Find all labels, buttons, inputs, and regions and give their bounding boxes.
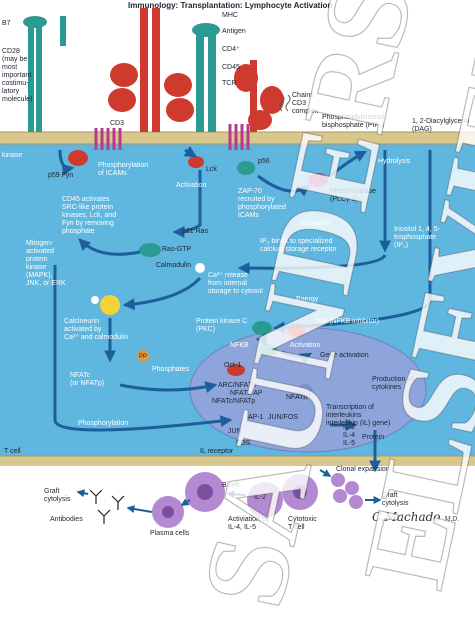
label-activation-by: Activiation by IL-4, IL-5 <box>228 516 269 532</box>
label-ikb: IKB (NFKB inhibitor) <box>316 318 379 326</box>
zap70-kinase <box>237 161 255 175</box>
label-b7: B7 <box>2 20 11 28</box>
label-calcineurin: Calcineurin activated by Ca²⁺ and calmod… <box>64 318 128 342</box>
calcium-ion <box>91 296 99 304</box>
label-t-cell: T cell <box>4 448 21 456</box>
label-p59fyn: p59 Fyn <box>48 172 73 180</box>
label-transcription: Transcription of interleukins interleuki… <box>326 404 390 428</box>
arrow-plasma-antibody <box>128 508 152 512</box>
label-jun-fos: JUN/FOS <box>268 414 298 422</box>
label-arc-nfatn: ARC/NFATn <box>218 382 256 390</box>
label-ca-release: Ca²⁺ release from internal storage to cy… <box>208 272 263 296</box>
label-antibodies: Antibodies <box>50 516 83 524</box>
label-cd45-activates: CD45 activates SRC-like protein kinases,… <box>62 196 116 236</box>
mhc-complex <box>108 8 194 132</box>
label-nfatn: NFATn <box>286 394 307 402</box>
label-chains-cd3: Chains CD3 complex <box>292 92 318 116</box>
label-lck: Lck <box>206 166 217 174</box>
label-ras-gtp: Ras-GTP <box>162 246 191 254</box>
clonal-t-cells <box>331 473 363 509</box>
artist-signature: C.Machado M.D. <box>372 510 459 524</box>
plc-enzyme <box>308 173 328 187</box>
label-protein: Protein <box>362 434 384 442</box>
label-il-receptor: IL receptor <box>200 448 233 456</box>
label-oct1: Oct-1 <box>224 362 241 370</box>
label-nfkb: NFKB <box>230 342 249 350</box>
label-fos: FOS <box>236 440 250 448</box>
label-tcr: TCR <box>222 80 236 88</box>
label-p21ras: p21 Ras <box>182 228 208 236</box>
label-plasma-cells: Plasma cells <box>150 530 189 538</box>
label-production-cytokines: Production of cytokines <box>372 376 413 392</box>
b-cell <box>185 472 225 512</box>
label-zap70: ZAP-70 recruited by phosphorylated ICAMs <box>238 188 286 220</box>
label-nfatc-nfatp: NFATc/NFATp <box>212 398 255 406</box>
label-cd28: CD28 (may be most important costimu- lat… <box>2 48 60 104</box>
label-phosphorylation: Phosphorylation <box>78 420 128 428</box>
label-inositol: Inositol 1, 4, 5- trisphosphate (IP₃) <box>394 226 440 250</box>
label-ap1: AP-1 <box>248 414 264 422</box>
label-cytotoxic: Cytotoxic T cell <box>288 516 317 532</box>
label-il-list: IL-2 IL-4 IL-5 <box>343 424 355 448</box>
label-gene-activation: Gene activation <box>320 352 369 360</box>
ras-gtp <box>139 243 161 257</box>
label-hydrolysis: Hydrolysis <box>378 158 410 166</box>
tcr-receptor <box>234 60 284 132</box>
plasma-cell <box>152 496 184 528</box>
cd4-receptor <box>192 23 220 132</box>
label-ip3-binds: IP₃ binds to specialized calcium storage… <box>260 238 337 254</box>
label-dag: 1, 2-Diacylglycerol (DAG) <box>412 118 469 134</box>
label-p56: p56 <box>258 158 270 166</box>
label-activation-2: Activation <box>300 220 330 228</box>
p59-fyn-kinase <box>68 150 88 166</box>
label-cd45: CD45 <box>222 64 240 72</box>
label-calmodulin: Calmodulin <box>156 262 191 270</box>
label-phosphorylation-itams: Phosphorylation of ICAMs <box>98 162 148 178</box>
label-b-cell: B cell <box>222 482 239 490</box>
label-graft-cytolysis-1: Graft cytolysis <box>44 488 70 504</box>
b7-ligand <box>60 16 66 46</box>
label-nfatc-group: NFATc (or NFATp) <box>70 372 104 388</box>
pkc-enzyme <box>252 321 272 335</box>
label-mapk: Mitogen- activated protein kinase (MAPK)… <box>26 240 66 288</box>
arrow-il2-bcell <box>228 494 245 495</box>
calmodulin <box>195 263 205 273</box>
label-pip2: Phosphatidylinositol bisphosphate (PIP₂) <box>322 114 384 130</box>
label-il2: IL-2 <box>254 494 266 502</box>
label-pp: PP <box>139 353 147 361</box>
diagram-title: Immunology: Transplantation: Lymphocyte … <box>128 1 332 10</box>
cytotoxic-t-cell <box>282 474 318 510</box>
label-cd3: CD3 <box>110 120 124 128</box>
lower-membrane <box>0 456 475 466</box>
label-pkc: Protein kinase C (PKC) <box>196 318 247 334</box>
antibody-symbols <box>90 490 124 524</box>
label-nfatn-ap1: NFATn/AP <box>230 390 263 398</box>
label-energy: Energy <box>296 296 318 304</box>
label-jun: JUN <box>228 428 242 436</box>
label-kinase: kinase <box>2 152 22 160</box>
nfkb-complex <box>259 344 277 356</box>
lck-kinase <box>188 156 204 168</box>
label-activation-1: Activation <box>176 182 206 190</box>
label-plc: Phospholipase (PLCγ-1) <box>330 188 376 204</box>
label-antigen: Antigen <box>222 28 246 36</box>
label-clonal-expansion: Clonal expansion <box>336 466 390 474</box>
arrow-clonal-expansion <box>320 470 330 476</box>
label-phosphates: Phosphates <box>152 366 189 374</box>
label-cd4: CD4⁺ <box>222 46 240 54</box>
arrow-antibody-graft <box>78 492 88 494</box>
calcineurin <box>100 295 120 315</box>
label-mhc: MHC <box>222 12 238 20</box>
label-nfkb-activation: Activation <box>290 342 320 350</box>
label-graft-cytolysis-2: Graft cytolysis <box>382 492 408 508</box>
